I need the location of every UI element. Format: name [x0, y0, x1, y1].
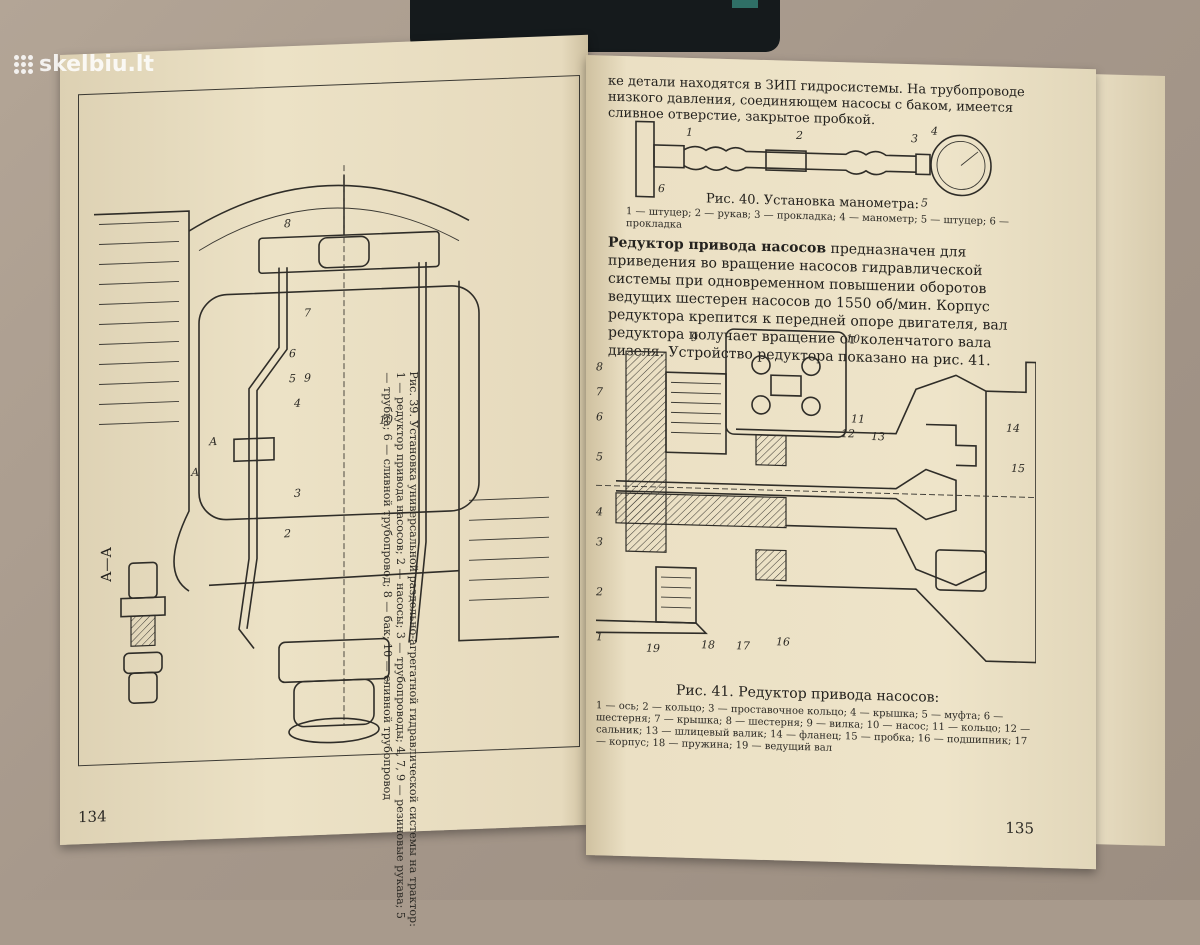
watermark-logo-icon: [14, 55, 33, 74]
fig40-callout-6: 6: [658, 182, 665, 195]
fig41-callout-7: 7: [596, 385, 603, 398]
left-track: [94, 210, 190, 592]
fig40-callout-4: 4: [930, 125, 938, 138]
callout-3: 3: [294, 487, 301, 500]
fig41-callout-10: 10: [846, 332, 860, 345]
fig40-callout-2: 2: [795, 129, 803, 142]
fig41-callout-11: 11: [851, 412, 865, 425]
section-marker-a: А: [208, 435, 217, 448]
section-marker-a-2: А: [190, 466, 199, 479]
watermark-text: skelbiu.lt: [39, 52, 154, 77]
page-number-left: 134: [78, 807, 107, 827]
pump-10: [725, 328, 847, 438]
section-line: [208, 569, 460, 587]
right-page-stack: [1090, 73, 1165, 847]
fig41-callout-5: 5: [596, 450, 603, 463]
reducer-1: [293, 678, 375, 728]
fig39-frame: 8 7 6 5 9 4 10 3 2 1 А А А—А: [78, 75, 580, 767]
fig41-reducer-drawing: 9 10 11 12 13 14 15 16 17 18 19 1 2 3 4 …: [596, 328, 1036, 664]
callout-4: 4: [293, 397, 301, 410]
fig41-callout-14: 14: [1006, 422, 1020, 435]
fig41-callout-4: 4: [596, 505, 603, 518]
fig41-legend: 1 — ось; 2 — кольцо; 3 — проставочное ко…: [596, 700, 1031, 754]
callout-8: 8: [284, 217, 291, 230]
watermark: skelbiu.lt: [14, 52, 154, 77]
fig41-callout-19: 19: [646, 642, 660, 655]
section-a-a-detail: [120, 561, 166, 704]
drive-shaft: [615, 492, 787, 529]
fig41-callout-1: 1: [596, 630, 603, 643]
fig41-callout-12: 12: [841, 427, 855, 440]
fig40-callout-1: 1: [686, 126, 693, 139]
right-page: ке детали находятся в ЗИП гидросистемы. …: [586, 55, 1096, 870]
section-label: А—А: [99, 546, 115, 583]
fig41-callout-6: 6: [596, 410, 603, 423]
callout-10: 10: [379, 413, 393, 427]
fig41-callout-16: 16: [776, 635, 790, 648]
fig41-callout-9: 9: [691, 331, 698, 344]
device-light: [732, 0, 758, 8]
callout-1: 1: [384, 673, 391, 686]
pipeline-left: [238, 267, 280, 650]
fig41-caption: Рис. 41. Редуктор привода насосов:: [676, 682, 940, 706]
fig39-tractor-hydraulics-drawing: 8 7 6 5 9 4 10 3 2 1 А А: [94, 165, 559, 744]
fig40-callout-3: 3: [911, 132, 918, 145]
fig41-callout-18: 18: [701, 638, 715, 651]
pumps-2: [278, 637, 390, 684]
fig41-callout-15: 15: [1011, 462, 1025, 475]
fig41-callout-8: 8: [596, 360, 603, 373]
callout-6: 6: [289, 347, 296, 360]
pipeline-right: [408, 262, 420, 643]
fig41-callout-17: 17: [736, 639, 750, 652]
fig39-caption-title: Рис. 39. Установка универсальной раздель…: [407, 371, 420, 928]
page-number-right: 135: [1005, 818, 1034, 838]
valve-block: [233, 436, 275, 463]
fig40-callout-5: 5: [921, 196, 928, 209]
fig41-callout-3: 3: [596, 535, 603, 548]
callout-7: 7: [304, 306, 311, 319]
callout-9: 9: [304, 371, 311, 384]
fig39-caption: Рис. 39. Установка универсальной раздель…: [381, 371, 420, 932]
callout-2: 2: [283, 527, 291, 540]
fig39-caption-body: 1 — редуктор привода насосов; 2 — насосы…: [381, 371, 407, 920]
callout-5: 5: [289, 372, 296, 385]
right-track: [458, 280, 559, 642]
frame-arc: [188, 184, 470, 232]
fig41-callout-2: 2: [596, 585, 603, 598]
tank-8: [258, 230, 440, 275]
left-page: 8 7 6 5 9 4 10 3 2 1 А А А—А Рис. 39. Ус…: [60, 34, 588, 927]
fig40-manometer-drawing: 1 2 3 4 5 6: [635, 120, 992, 210]
engine-outline: [198, 285, 480, 521]
fig41-callout-13: 13: [871, 430, 885, 443]
